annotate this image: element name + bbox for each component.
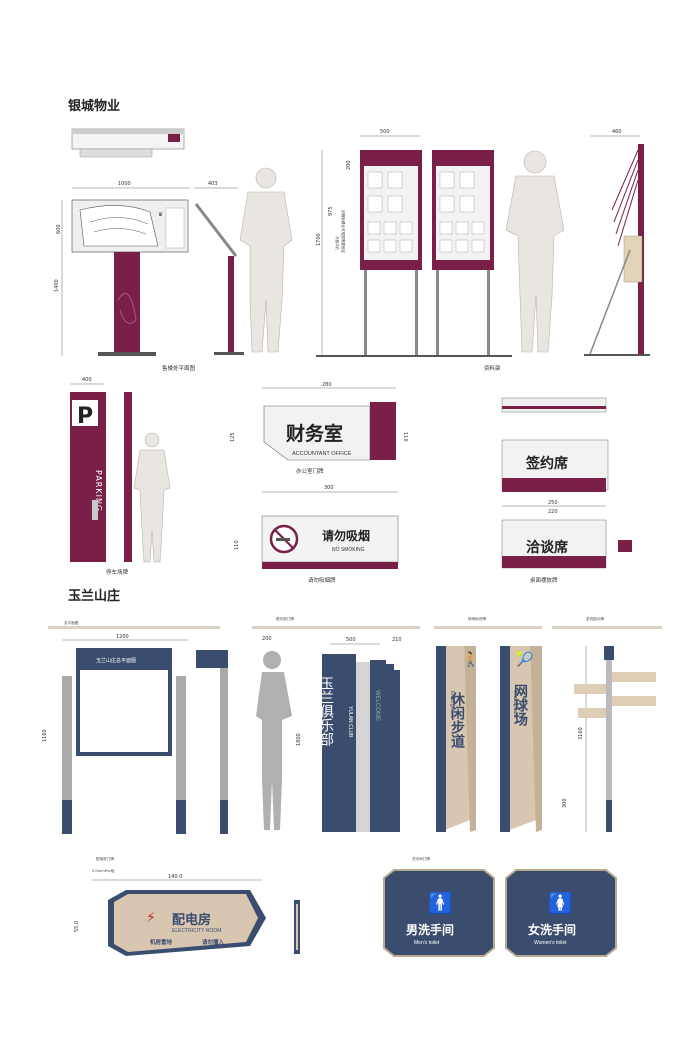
caption-brochure-rack: 资料架 [484,364,501,372]
tennis-en-text: Tennis ground [512,690,517,719]
club-sign: 200 500 210 1800 玉兰俱乐部 YULAN CLUB WELCOM… [262,636,402,832]
caption-plan-sign: 总平面图 [64,620,79,625]
dim-110: 110 [402,432,408,442]
desk-sign-2-text: 洽谈席 [526,539,568,556]
parking-sign: 400 P PARKING 停车场牌 [70,377,132,576]
leisure-walk-sign: 🚶 休闲步道 Tennis ground [436,646,479,832]
dim-403: 403 [208,181,218,187]
nosmoke-en-text: NO SMOKING [332,547,365,553]
walk-cn-text: 休闲步道 [449,691,466,749]
caption-power-room: 配电房门牌 [96,856,114,861]
caption-sales-plan: 售楼处平面图 [162,364,196,372]
finance-en-text: ACCOUNTANT OFFICE [292,451,352,457]
walking-person-icon: 🚶 [462,651,479,668]
finance-cn-text: 财务室 [286,422,343,445]
men-en-text: Men's toilet [414,940,440,946]
dim-500: 500 [380,129,390,135]
power-room-sign: 配电房门牌 5.0mmPvc板 140.0 55.0 ⚡ 配电房 ELECTRI… [74,856,300,956]
section-title-yulan: 玉兰山庄 [68,588,120,604]
club-en-text: YULAN CLUB [347,706,353,738]
dim-600: 600 [56,224,62,234]
dim-55: 55.0 [74,921,80,932]
dim-3160: 3160 [578,727,584,740]
sales-plan-stand: 1000 403 600 1400 ♛ 售楼处平面图 [54,181,244,372]
dim-210: 210 [392,637,402,643]
section-title-yincheng: 银城物业 [68,98,120,114]
dim-300-a: 300 [324,485,334,491]
human-silhouette-1 [239,167,293,353]
master-plan-board: 1200 1160 玉兰山庄总平面图 [42,634,228,834]
svg-text:♛: ♛ [158,211,163,218]
dim-300-b: 300 [562,798,568,808]
dim-1400: 1400 [54,279,60,292]
rack-note: 闲隔板螺丝可根据需要固定 [341,210,346,254]
lightning-icon: ⚡ [146,910,156,926]
dim-110-b: 110 [234,540,240,550]
dim-125: 125 [230,432,236,442]
power-warn-2: 请勿擅入 [202,938,225,946]
human-silhouette-4 [256,651,292,830]
finance-door-sign: 280 125 110 财务室 ACCOUNTANT OFFICE 办公室门牌 [230,382,408,475]
tennis-player-icon: 🎾 [516,650,534,668]
yulan-header-strips: 总平面图 俱乐部门牌 场地标识牌 多向指示牌 [48,616,662,629]
rack-side-view: 460 [584,129,650,356]
caption-no-smoking: 请勿吸烟牌 [308,576,336,584]
dim-1700: 1700 [316,233,322,246]
caption-club-sign: 俱乐部门牌 [276,616,294,621]
no-smoking-sign: 300 110 请勿吸烟 NO SMOKING 请勿吸烟牌 [234,485,399,584]
walk-en-text: Tennis ground [449,690,454,719]
plan-board-title: 玉兰山庄总平面图 [96,657,136,664]
human-silhouette-3 [133,432,171,563]
dim-460: 460 [612,129,622,135]
dim-280: 280 [322,382,332,388]
dim-1160: 1160 [42,729,48,742]
power-warn-1: 机房重地 [149,938,173,946]
dim-1800: 1800 [296,733,302,746]
power-cn-text: 配电房 [172,912,211,928]
dim-club-top: 200 [262,636,272,642]
women-cn-text: 女洗手间 [528,922,576,937]
desk-signs: 签约席 250 220 洽谈席 桌面摆放牌 [501,397,632,584]
direction-post: 3160 300 [562,646,656,832]
tennis-cn-text: 网球场 [512,684,528,727]
caption-office-door: 办公室门牌 [296,467,324,475]
club-cn-text: 玉兰俱乐部 [318,676,334,746]
dim-200: 200 [346,160,352,170]
toilet-signs: 洗手间门牌 🚹 男洗手间 Men's toilet 🚺 女洗手间 Women's… [383,856,617,957]
nosmoke-cn-text: 请勿吸烟 [322,528,370,543]
dim-5mm-pvc: 5.0mmPvc板 [92,868,115,873]
human-silhouette-2 [505,150,565,353]
top-small-plate [71,128,185,158]
dim-250: 250 [548,500,558,506]
club-welcome-text: WELCOME [374,690,380,721]
women-en-text: Women's toilet [534,940,567,946]
power-en-text: ELECTRICITY ROOM [172,928,221,934]
desk-sign-1-text: 签约席 [525,455,568,472]
dim-220: 220 [548,509,558,515]
caption-parking-sign: 停车场牌 [106,568,129,576]
rack-note-2: 冷板冲孔 [335,236,340,251]
dim-975: 975 [328,206,334,216]
parking-letter: P [77,404,93,429]
men-toilet-icon: 🚹 [428,891,453,915]
dim-club-width: 500 [346,637,356,643]
caption-direction-sign: 多向指示牌 [586,616,604,621]
brochure-rack: 500 200 975 1700 闲隔板螺丝可根 [316,129,512,372]
men-cn-text: 男洗手间 [406,922,454,937]
tennis-court-sign: 🎾 网球场 Tennis ground [500,646,542,832]
parking-en-text: PARKING [94,470,103,512]
caption-desk-sign: 桌面摆放牌 [530,576,558,584]
dim-parking-width: 400 [82,377,92,383]
dim-140: 140.0 [168,874,182,880]
caption-area-sign: 场地标识牌 [468,616,486,621]
caption-toilet: 洗手间门牌 [412,856,430,861]
women-toilet-icon: 🚺 [548,891,573,915]
dim-1000: 1000 [118,181,131,187]
dim-1200: 1200 [116,634,129,640]
